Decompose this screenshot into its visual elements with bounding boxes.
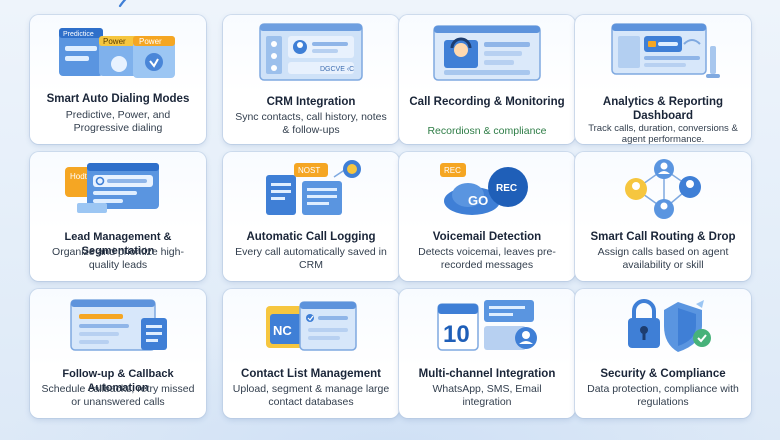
rec-badge-small: REC: [444, 166, 461, 175]
card-title: Smart Auto Dialing Modes: [46, 93, 190, 105]
feature-card-multichannel: 10 Multi-channel Integration WhatsApp, S…: [399, 289, 575, 418]
card-description: Data protection, compliance with regulat…: [587, 383, 739, 408]
contact-list-icon: NC: [223, 289, 399, 361]
card-title: Analytics & Reporting Dashboard: [602, 96, 724, 122]
card-title: Smart Call Routing & Drop: [590, 231, 736, 243]
card-title: CRM Integration: [266, 96, 356, 108]
card-title: Multi-channel Integration: [418, 368, 556, 380]
rec-badge-large: REC: [496, 183, 517, 194]
card-description: Assign calls based on agent availability…: [597, 246, 729, 271]
card-description: Track calls, duration, conversions & age…: [588, 123, 738, 144]
card-description: WhatsApp, SMS, Email integration: [432, 383, 542, 408]
logging-label: NOST: [298, 166, 320, 175]
callback-automation-icon: [30, 289, 206, 361]
card-title: Security & Compliance: [600, 368, 726, 380]
analytics-dashboard-icon: [575, 15, 751, 87]
calendar-day-label: 10: [443, 321, 470, 348]
feature-grid: Predictice Power Power Smart Auto Dialin…: [30, 15, 751, 418]
crm-label: DGCVE ‹C: [320, 66, 354, 73]
feature-card-analytics: Analytics & Reporting Dashboard Track ca…: [575, 15, 751, 144]
feature-card-voicemail-detection: REC GO REC Voicemail Detection Detects v…: [399, 152, 575, 281]
card-title: Voicemail Detection: [432, 231, 542, 243]
feature-card-crm-integration: DGCVE ‹C CRM Integration Sync contacts, …: [223, 15, 399, 144]
security-compliance-icon: [575, 289, 751, 361]
card-description: Recordiosn & compliance: [427, 125, 547, 137]
card-description: Sync contacts, call history, notes & fol…: [235, 111, 387, 136]
feature-card-call-routing: Smart Call Routing & Drop Assign calls b…: [575, 152, 751, 281]
go-label: GO: [468, 193, 488, 208]
card-description: Predictive, Power, and Progressive diali…: [65, 109, 171, 134]
card-title: Follow-up & Callback Automation: [62, 368, 174, 394]
card-description: Every call automatically saved in CRM: [235, 246, 387, 271]
card-description: Schedule callbacks, retry missed or unan…: [41, 383, 195, 408]
feature-card-contact-list: NC Contact List Management Upload, segme…: [223, 289, 399, 418]
call-recording-icon: [399, 15, 575, 87]
call-logging-icon: NOST: [223, 152, 399, 224]
card-title: Automatic Call Logging: [246, 231, 376, 243]
multichannel-icon: 10: [399, 289, 575, 361]
mode-label-power-2: Power: [139, 37, 162, 46]
feature-card-call-logging: NOST Automatic Call Logging Every call a…: [223, 152, 399, 281]
mode-label-power-1: Power: [103, 37, 126, 46]
lead-label: Hodt: [70, 172, 88, 181]
card-description: Upload, segment & manage large contact d…: [232, 383, 390, 408]
crm-integration-icon: DGCVE ‹C: [223, 15, 399, 87]
feature-card-call-recording: Call Recording & Monitoring Recordiosn &…: [399, 15, 575, 144]
card-title: Lead Management & Segmentation: [64, 231, 172, 257]
feature-card-callback-automation: Follow-up & Callback Automation Schedule…: [30, 289, 206, 418]
voicemail-detection-icon: REC GO REC: [399, 152, 575, 224]
logo-swoosh-icon: [118, 0, 127, 8]
lead-management-icon: Hodt: [30, 152, 206, 224]
mode-label-predictive: Predictice: [63, 31, 94, 38]
dialing-modes-icon: Predictice Power Power: [30, 15, 206, 87]
contact-label: NC: [273, 323, 292, 338]
feature-card-security: Security & Compliance Data protection, c…: [575, 289, 751, 418]
call-routing-icon: [575, 152, 751, 224]
feature-card-auto-dialing: Predictice Power Power Smart Auto Dialin…: [30, 15, 206, 144]
card-title: Call Recording & Monitoring: [409, 96, 565, 108]
card-description: Organize and prioritize high-quality lea…: [52, 246, 184, 271]
card-description: Detects voicemai, leaves pre-recorded me…: [418, 246, 556, 271]
card-title: Contact List Management: [241, 368, 381, 380]
feature-card-lead-management: Hodt Lead Management & Segmentation Orga…: [30, 152, 206, 281]
